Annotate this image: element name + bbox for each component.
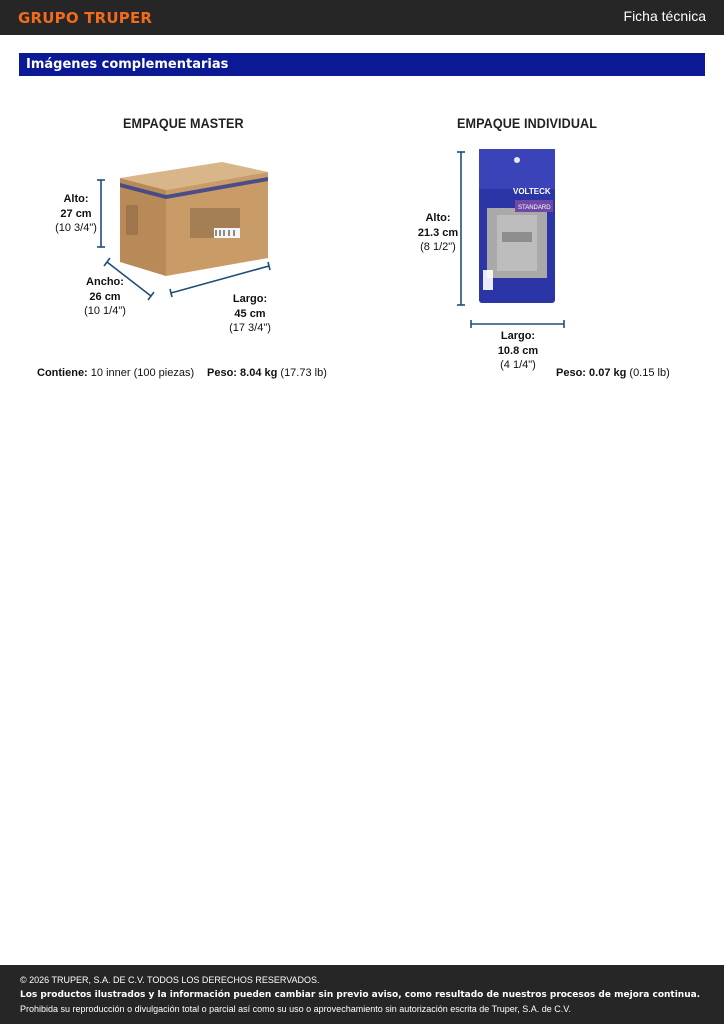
master-box-image	[120, 162, 268, 276]
individual-alto-label: Alto: 21.3 cm (8 1/2")	[417, 212, 459, 253]
master-weight: Peso: 8.04 kg (17.73 lb)	[207, 367, 327, 379]
master-contents: Contiene: 10 inner (100 piezas)	[37, 367, 195, 379]
brand-logo: GRUPO TRUPER	[18, 9, 153, 27]
pack-line-text: STANDARD	[518, 205, 551, 211]
footer: © 2026 TRUPER, S.A. DE C.V. TODOS LOS DE…	[0, 965, 724, 1024]
master-largo-label: Largo: 45 cm (17 3/4")	[229, 293, 271, 334]
individual-dimension-lines	[457, 151, 565, 328]
master-alto-label: Alto: 27 cm (10 3/4")	[55, 193, 97, 234]
section-header: Imágenes complementarias	[19, 53, 705, 76]
section-title: Imágenes complementarias	[26, 57, 229, 72]
individual-pack-image	[479, 149, 555, 303]
master-heading: EMPAQUE MASTER	[123, 115, 244, 131]
individual-weight: Peso: 0.07 kg (0.15 lb)	[556, 367, 670, 379]
footer-notice: Los productos ilustrados y la informació…	[20, 990, 701, 1000]
top-bar: GRUPO TRUPER Ficha técnica	[0, 0, 724, 35]
footer-prohibition: Prohibida su reproducción o divulgación …	[20, 1004, 571, 1014]
footer-copyright: © 2026 TRUPER, S.A. DE C.V. TODOS LOS DE…	[20, 975, 320, 985]
individual-heading: EMPAQUE INDIVIDUAL	[457, 115, 598, 131]
pack-brand-text: VOLTECK	[513, 187, 551, 196]
individual-largo-label: Largo: 10.8 cm (4 1/4")	[497, 330, 539, 371]
master-ancho-label: Ancho: 26 cm (10 1/4")	[84, 276, 126, 317]
document-type: Ficha técnica	[623, 8, 706, 24]
master-dimension-lines	[97, 179, 271, 301]
